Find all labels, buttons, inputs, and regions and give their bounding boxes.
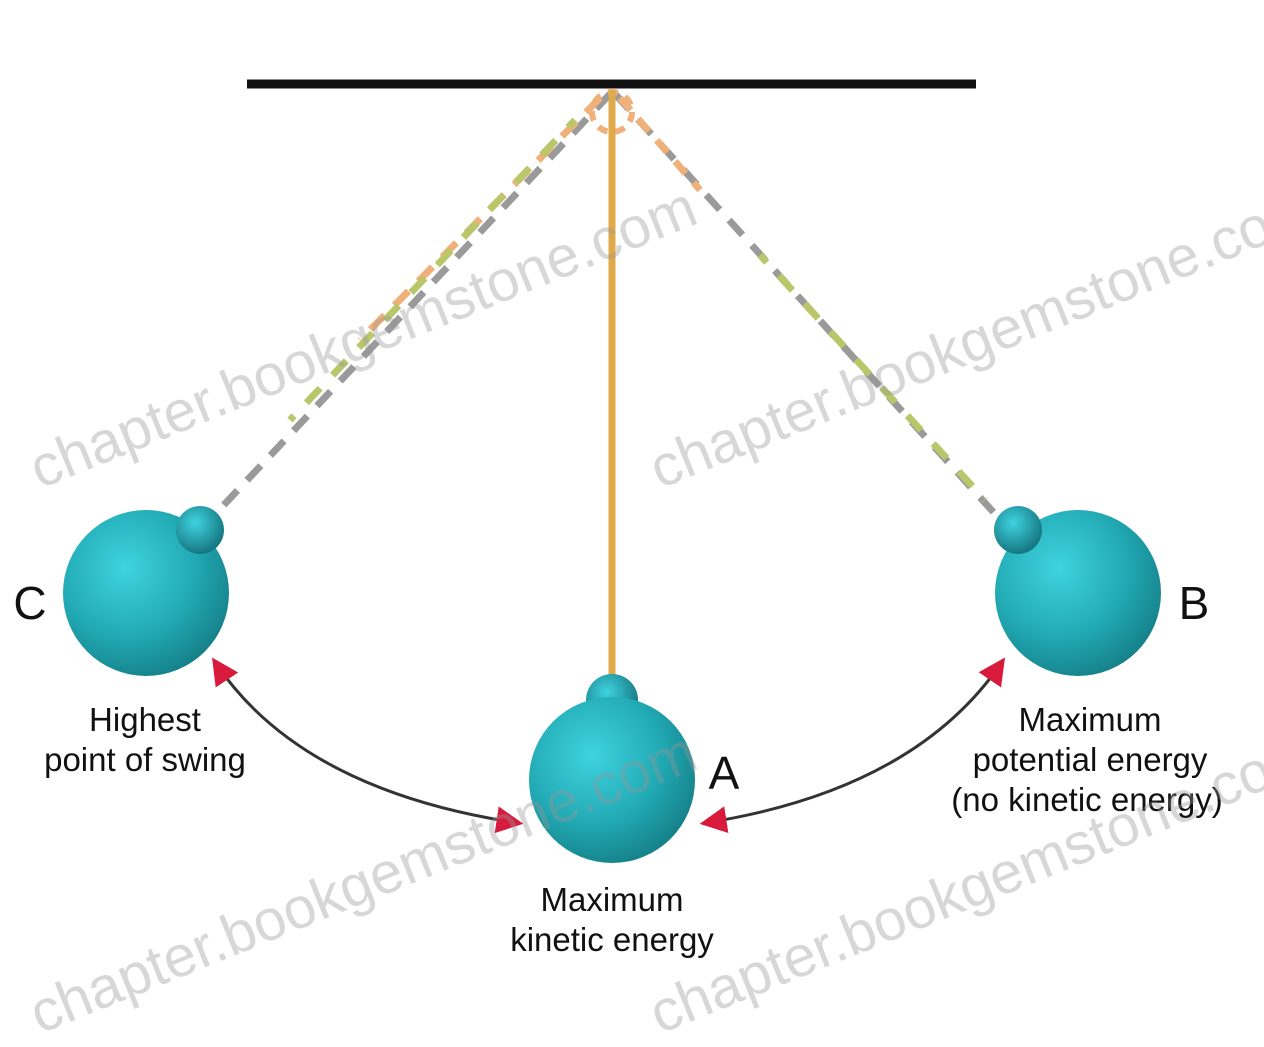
label-c: C — [13, 577, 47, 629]
bob-c — [63, 506, 229, 676]
caption-b-line3: (no kinetic energy) — [951, 781, 1223, 818]
pendulum-diagram: C B A Highest point of swing Maximum pot… — [13, 79, 1264, 1046]
bob-b — [994, 506, 1161, 676]
caption-c-line2: point of swing — [44, 741, 246, 778]
dashed-string-left-green — [287, 117, 578, 423]
caption-a-line1: Maximum — [540, 881, 684, 918]
dashed-string-right-orange — [617, 95, 703, 193]
arrow-c-to-a — [212, 657, 524, 834]
arrow-b-to-a — [699, 657, 1006, 833]
dashed-string-left-gray — [202, 91, 613, 528]
dashed-string-left-orange — [357, 95, 603, 343]
pendulum-svg — [63, 79, 1161, 863]
label-a: A — [708, 747, 740, 799]
caption-a-line2: kinetic energy — [510, 921, 714, 958]
bob-a — [529, 674, 695, 863]
label-b: B — [1178, 577, 1210, 629]
caption-c-line1: Highest — [89, 701, 201, 738]
caption-b-line2: potential energy — [972, 741, 1208, 778]
caption-b-line1: Maximum — [1018, 701, 1162, 738]
